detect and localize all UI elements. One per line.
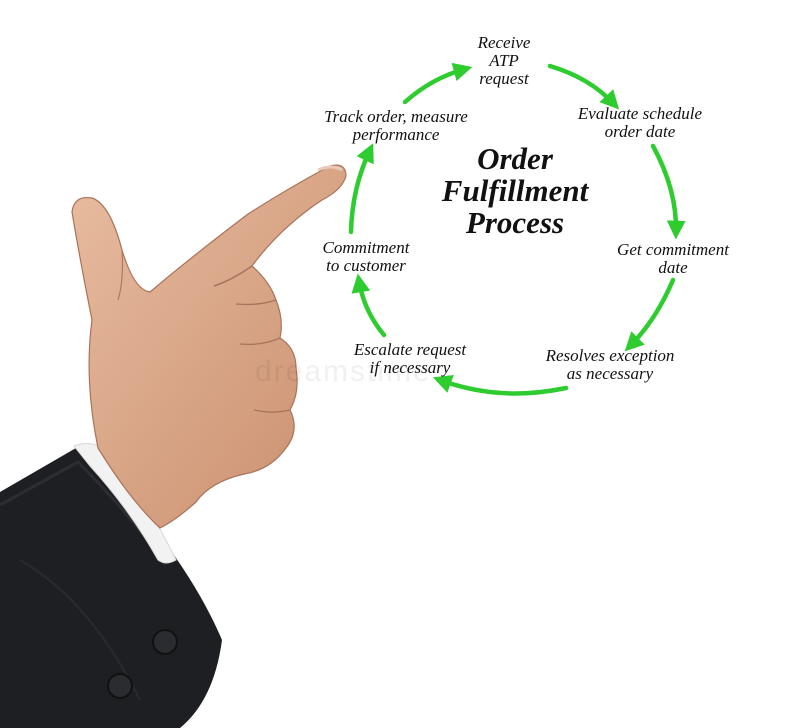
step-commitment-to-customer: Commitment to customer: [302, 239, 430, 275]
step-line: ATP: [489, 51, 519, 70]
cuff-button-icon: [152, 629, 178, 655]
diagram-title: Order Fulfillment Process: [405, 143, 625, 239]
step-escalate-request: Escalate request if necessary: [330, 341, 490, 377]
step-get-commitment-date: Get commitment date: [596, 241, 750, 277]
title-line: Order: [477, 141, 553, 176]
step-line: performance: [352, 125, 440, 144]
step-line: date: [658, 258, 688, 277]
step-line: Resolves exception: [545, 346, 675, 365]
pointing-hand: [71, 164, 347, 529]
arrow-escalate-to-commitment-customer: [351, 273, 387, 338]
step-track-order: Track order, measure performance: [296, 108, 496, 144]
cycle-arrows: [348, 62, 686, 396]
step-line: request: [479, 69, 529, 88]
watermark: dreamstime: [255, 355, 432, 388]
step-line: Commitment: [322, 238, 410, 257]
step-line: Escalate request: [353, 340, 467, 359]
step-line: if necessary: [369, 358, 451, 377]
step-line: Evaluate schedule: [577, 104, 703, 123]
suit-sleeve: [0, 448, 222, 728]
step-line: order date: [604, 122, 676, 141]
arrow-commitment-customer-to-track: [348, 143, 374, 235]
step-receive-atp-request: Receive ATP request: [452, 34, 556, 88]
arrow-evaluate-to-commitment-date: [650, 143, 686, 240]
step-line: Track order, measure: [324, 107, 468, 126]
arrow-receive-to-evaluate: [547, 63, 620, 110]
title-line: Process: [465, 205, 565, 240]
arrow-track-to-receive: [402, 62, 473, 105]
title-line: Fulfillment: [441, 173, 589, 208]
step-line: as necessary: [566, 364, 654, 383]
step-evaluate-schedule: Evaluate schedule order date: [555, 105, 725, 141]
arrow-commitment-date-to-resolves: [624, 277, 676, 352]
cuff-button-icon: [107, 673, 133, 699]
step-resolves-exception: Resolves exception as necessary: [522, 347, 698, 383]
step-line: Get commitment: [617, 240, 729, 259]
step-line: Receive: [477, 33, 531, 52]
arrow-resolves-to-escalate: [432, 375, 569, 396]
step-line: to customer: [326, 256, 406, 275]
